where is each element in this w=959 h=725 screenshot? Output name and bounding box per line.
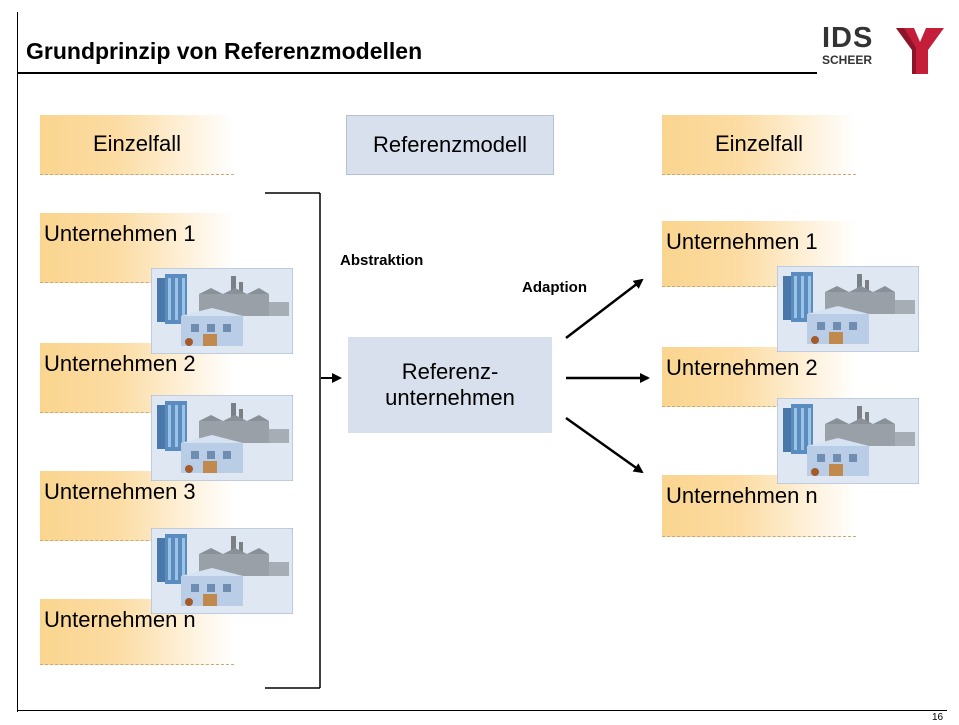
adaption-arrow-down xyxy=(565,416,644,474)
adaption-arrow-up xyxy=(565,278,644,339)
right-company-1: Unternehmen 1 xyxy=(662,221,856,287)
reference-line-1: Referenz- xyxy=(401,358,499,384)
logo-scheer-text: SCHEER xyxy=(822,53,873,67)
right-company-n: Unternehmen n xyxy=(662,475,856,537)
company-logo: IDS SCHEER xyxy=(818,22,946,78)
page-title: Grundprinzip von Referenzmodellen xyxy=(26,38,423,64)
adaption-label: Adaption xyxy=(522,279,587,296)
right-company-1-label: Unternehmen 1 xyxy=(666,229,818,254)
reference-line-2: unternehmen xyxy=(385,385,515,410)
page-number: 16 xyxy=(932,712,944,723)
right-column-header-label: Einzelfall xyxy=(714,131,804,157)
left-column-header-label: Einzelfall xyxy=(92,131,182,157)
left-company-3-label: Unternehmen 3 xyxy=(44,479,196,504)
middle-column-header: Referenzmodell xyxy=(346,115,554,175)
left-column-header: Einzelfall xyxy=(40,115,234,175)
footer-rule xyxy=(17,710,947,711)
logo-ids-text: IDS xyxy=(822,22,874,54)
right-column-header: Einzelfall xyxy=(662,115,856,175)
middle-column-header-label: Referenzmodell xyxy=(372,131,528,157)
left-company-2-label: Unternehmen 2 xyxy=(44,351,196,376)
left-company-1-label: Unternehmen 1 xyxy=(44,221,196,246)
title-underline xyxy=(17,72,817,74)
abstraction-label: Abstraktion xyxy=(340,252,424,269)
right-company-2: Unternehmen 2 xyxy=(662,347,856,407)
frame-border-left xyxy=(17,12,18,712)
reference-company-box: Referenz- unternehmen xyxy=(348,337,552,433)
right-company-n-label: Unternehmen n xyxy=(666,483,818,508)
right-company-2-label: Unternehmen 2 xyxy=(666,355,818,380)
logo-mark-icon xyxy=(896,28,944,74)
